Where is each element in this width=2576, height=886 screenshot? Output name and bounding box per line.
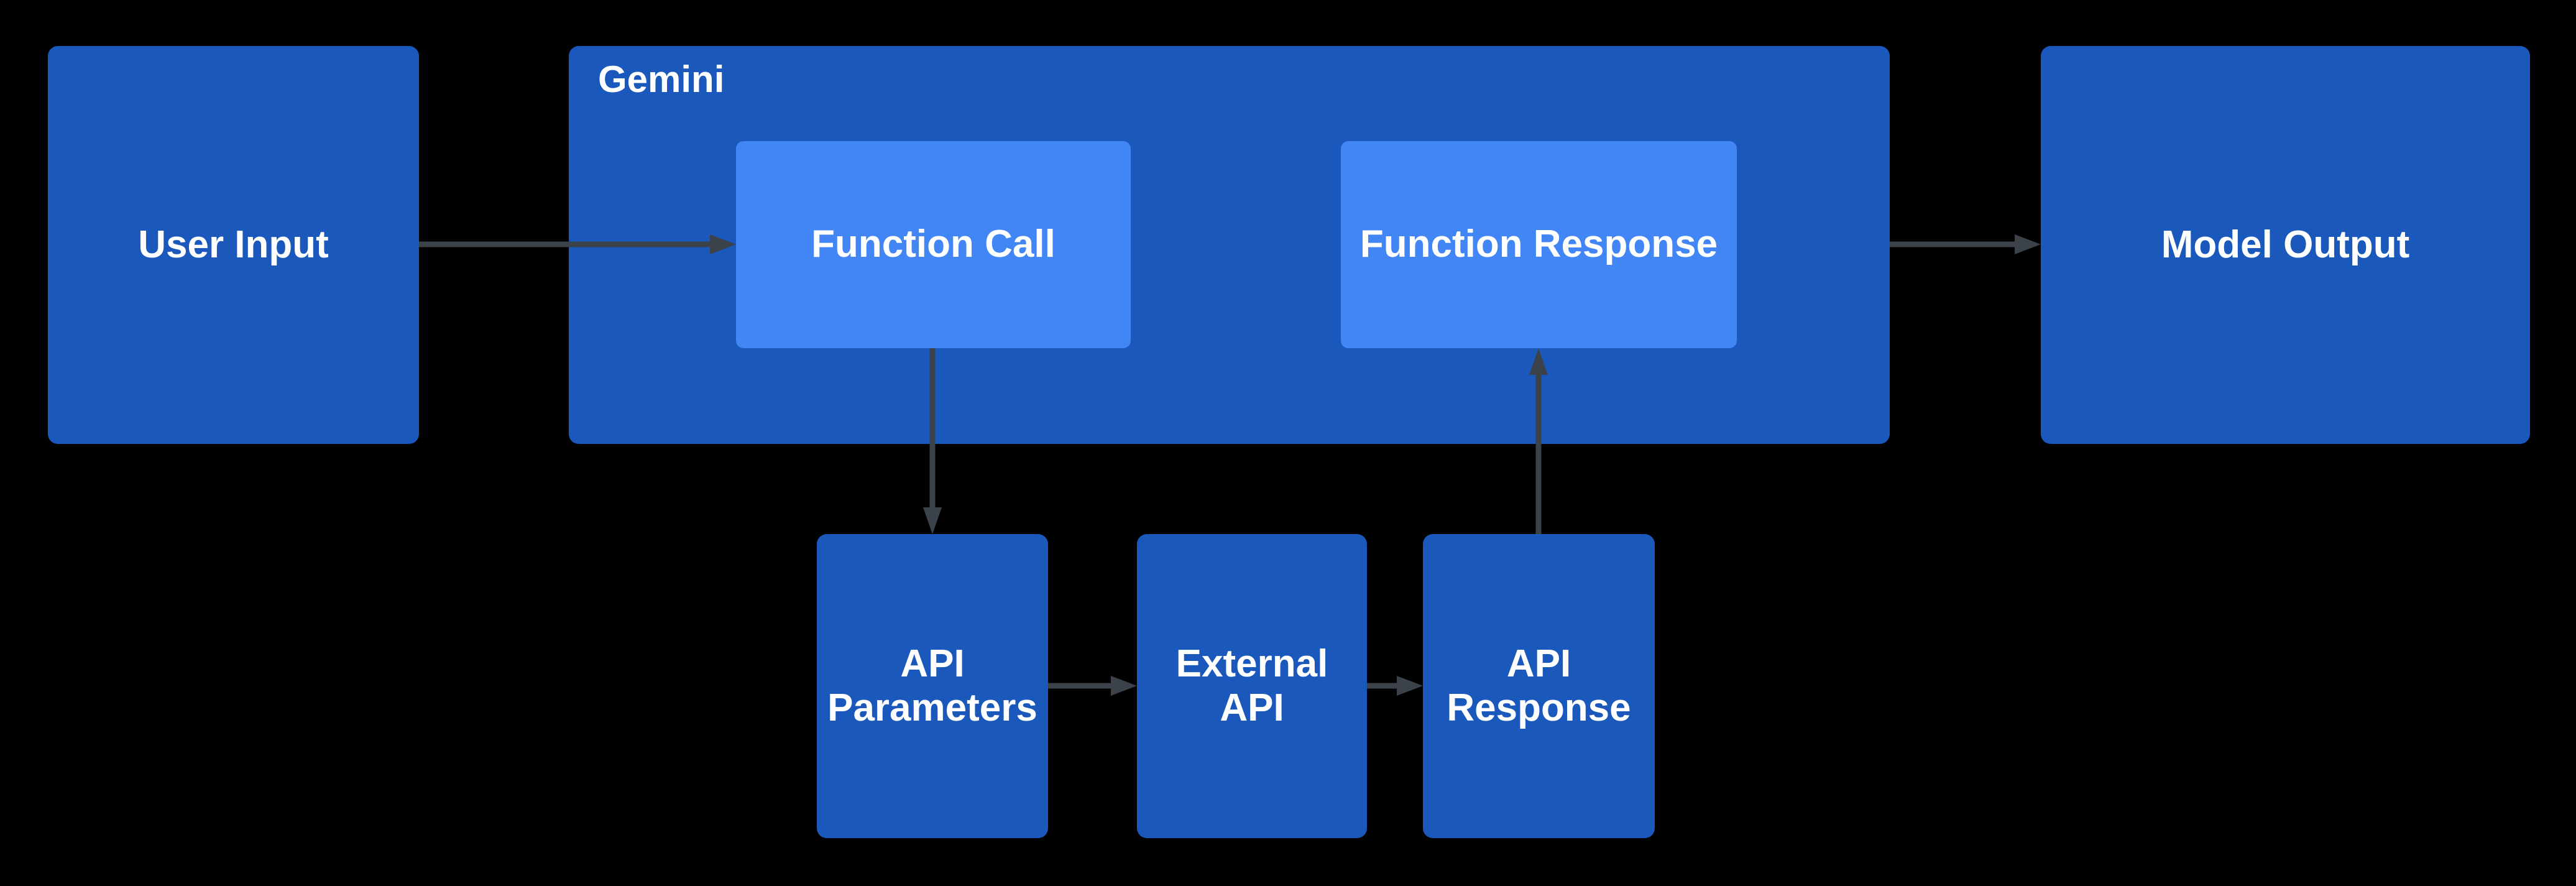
node-model-output: Model Output: [2041, 46, 2530, 444]
node-model-output-label: Model Output: [2161, 223, 2410, 266]
gemini-container-label: Gemini: [598, 58, 725, 100]
arrow-gemini-to-model-output-head: [2015, 234, 2041, 254]
node-api-parameters: API Parameters: [817, 534, 1048, 838]
node-user-input: User Input: [48, 46, 419, 444]
node-function-call: Function Call: [736, 141, 1131, 348]
node-api-parameters-label: API Parameters: [827, 642, 1037, 729]
node-external-api: External API: [1137, 534, 1367, 838]
node-function-call-label: Function Call: [811, 223, 1056, 266]
arrow-api-parameters-to-external-api-head: [1111, 676, 1137, 696]
arrow-external-api-to-api-response-head: [1397, 676, 1423, 696]
node-user-input-label: User Input: [138, 223, 329, 266]
node-api-response-label: API Response: [1447, 642, 1631, 729]
gemini-container: Gemini Function Call Function Response: [569, 46, 1890, 444]
node-function-response-label: Function Response: [1359, 223, 1718, 266]
node-api-response: API Response: [1423, 534, 1655, 838]
arrow-function-call-to-api-parameters-head: [923, 507, 942, 534]
node-function-response: Function Response: [1341, 141, 1737, 348]
node-external-api-label: External API: [1175, 642, 1328, 729]
